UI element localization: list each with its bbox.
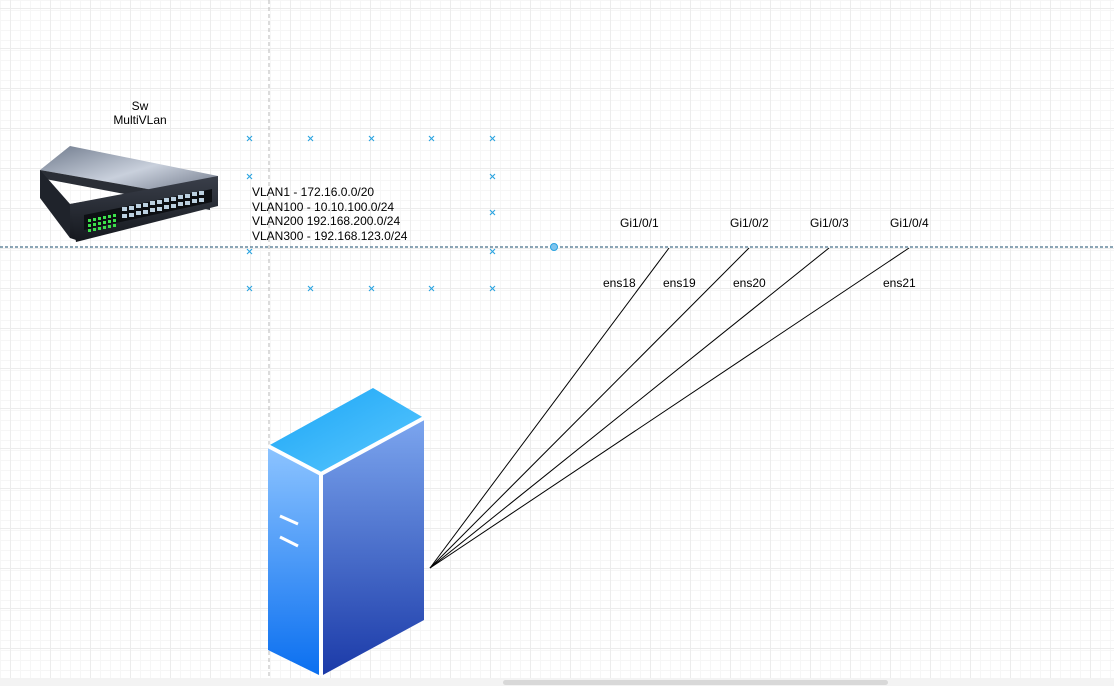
link-gi1-0-3[interactable] (429, 247, 830, 569)
vlan-entry: VLAN300 - 192.168.123.0/24 (252, 228, 408, 243)
selection-handle-x[interactable] (428, 285, 435, 292)
selection-handle-x[interactable] (489, 173, 496, 180)
network-switch-icon[interactable] (40, 146, 218, 242)
selection-handle-x[interactable] (246, 173, 253, 180)
selection-handle-x[interactable] (368, 285, 375, 292)
vlan-entry: VLAN200 192.168.200.0/24 (252, 214, 401, 228)
port-label-gi1-0-4[interactable]: Gi1/0/4 (890, 216, 929, 230)
server-icon[interactable] (267, 388, 425, 676)
interface-label-ens19[interactable]: ens19 (663, 276, 696, 290)
port-label-gi1-0-3[interactable]: Gi1/0/3 (810, 216, 849, 230)
vlan-list-textbox[interactable]: VLAN1 - 172.16.0.0/20 VLAN100 - 10.10.10… (252, 185, 407, 243)
selection-handle-x[interactable] (489, 135, 496, 142)
selection-handle-x[interactable] (368, 135, 375, 142)
switch-label[interactable]: Sw MultiVLan (100, 99, 180, 127)
link-gi1-0-2[interactable] (429, 247, 750, 569)
selection-handle-x[interactable] (246, 285, 253, 292)
selection-handle-x[interactable] (246, 135, 253, 142)
link-gi1-0-1[interactable] (429, 247, 670, 569)
selection-handle-x[interactable] (307, 135, 314, 142)
vlan-entry: VLAN1 - 172.16.0.0/20 (252, 185, 375, 199)
vlan-entry: VLAN100 - 10.10.100.0/24 (252, 199, 395, 214)
selection-handle-x[interactable] (428, 135, 435, 142)
link-gi1-0-4[interactable] (429, 247, 910, 569)
interface-label-ens18[interactable]: ens18 (603, 276, 636, 290)
port-label-gi1-0-2[interactable]: Gi1/0/2 (730, 216, 769, 230)
links[interactable] (429, 247, 910, 569)
switch-name-line2: MultiVLan (113, 113, 167, 127)
selection-handle-x[interactable] (489, 248, 496, 255)
port-label-gi1-0-1[interactable]: Gi1/0/1 (620, 216, 659, 230)
switch-name-line1: Sw (131, 99, 149, 113)
selection-handle-x[interactable] (246, 248, 253, 255)
selection-handle-x[interactable] (489, 209, 496, 216)
selection-handle-x[interactable] (489, 285, 496, 292)
selection-handle-x[interactable] (307, 285, 314, 292)
interface-label-ens21[interactable]: ens21 (883, 276, 916, 290)
horizontal-scrollbar[interactable] (503, 680, 888, 685)
interface-label-ens20[interactable]: ens20 (733, 276, 766, 290)
guide-handle[interactable] (550, 243, 558, 251)
selection-handles[interactable] (246, 135, 496, 292)
